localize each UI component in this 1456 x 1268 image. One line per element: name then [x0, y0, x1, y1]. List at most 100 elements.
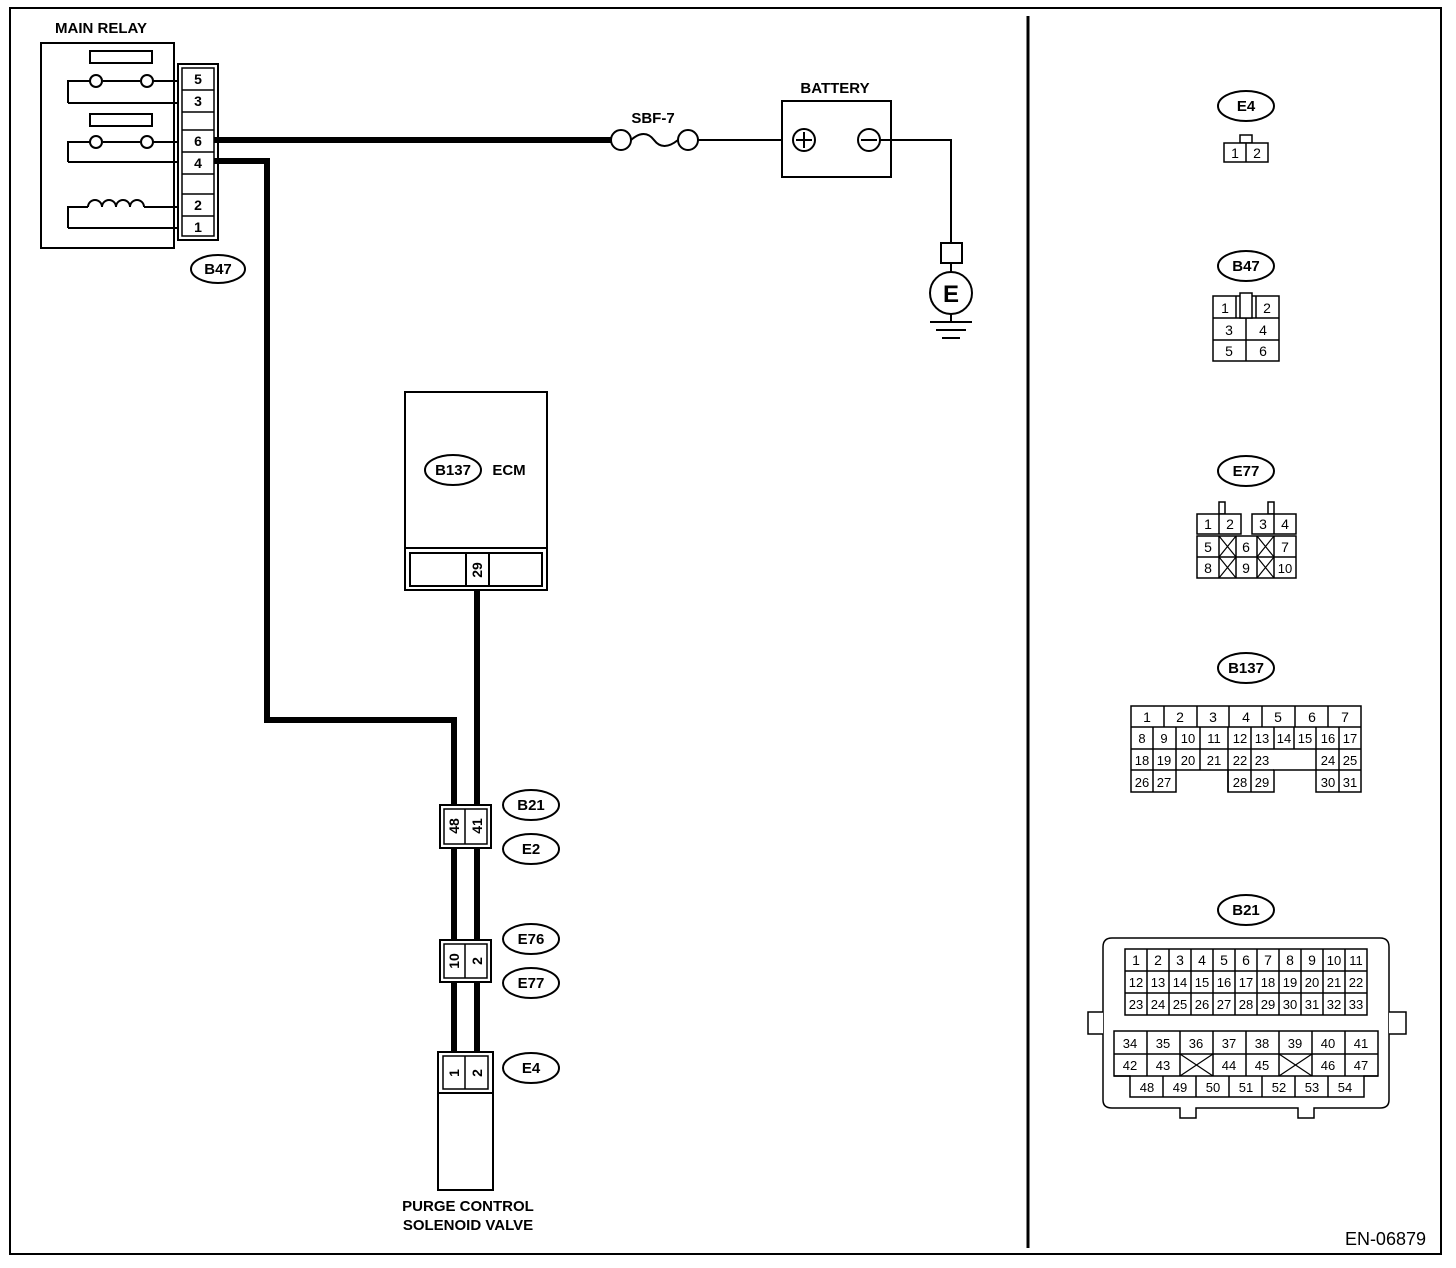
svg-text:7: 7 — [1341, 709, 1349, 725]
ecm: 29 B137 ECM — [404, 391, 548, 591]
svg-text:3: 3 — [1209, 709, 1217, 725]
svg-text:26: 26 — [1135, 775, 1149, 790]
svg-text:3: 3 — [1225, 322, 1233, 338]
connector-tag-b47 — [190, 254, 246, 284]
svg-text:1: 1 — [1221, 300, 1229, 316]
svg-text:B21: B21 — [517, 797, 545, 814]
svg-text:10: 10 — [1327, 953, 1341, 968]
ground-label: E — [943, 281, 959, 308]
svg-text:35: 35 — [1156, 1036, 1170, 1051]
svg-text:13: 13 — [1151, 975, 1165, 990]
svg-text:5: 5 — [1220, 952, 1228, 968]
svg-text:15: 15 — [1298, 731, 1312, 746]
svg-text:5: 5 — [1225, 343, 1233, 359]
svg-text:4: 4 — [1242, 709, 1250, 725]
e4-pin-2: 2 — [469, 1069, 485, 1077]
svg-text:13: 13 — [1255, 731, 1269, 746]
svg-text:B137: B137 — [435, 462, 471, 479]
e76-pin-2: 2 — [469, 957, 485, 965]
connector-tag-e2 — [502, 833, 560, 865]
svg-text:46: 46 — [1321, 1058, 1335, 1073]
valve-label-line1: PURGE CONTROL — [402, 1198, 534, 1215]
svg-text:9: 9 — [1160, 731, 1167, 746]
e4-pin-1: 1 — [446, 1069, 462, 1077]
fuse-sbf7: SBF-7 — [610, 110, 782, 151]
connector-tag-e4 — [502, 1052, 560, 1084]
svg-text:4: 4 — [1259, 322, 1267, 338]
diagram-frame — [9, 7, 1442, 1255]
svg-text:3: 3 — [1176, 952, 1184, 968]
svg-text:2: 2 — [1154, 952, 1162, 968]
connector-e76-e77: 10 2 E76 E77 — [439, 923, 560, 999]
svg-text:39: 39 — [1288, 1036, 1302, 1051]
relay-terminal-6: 6 — [194, 133, 202, 149]
svg-text:36: 36 — [1189, 1036, 1203, 1051]
svg-text:25: 25 — [1343, 753, 1357, 768]
svg-text:24: 24 — [1321, 753, 1335, 768]
svg-text:25: 25 — [1173, 997, 1187, 1012]
connector-tag-e76 — [502, 923, 560, 955]
svg-text:7: 7 — [1281, 539, 1289, 555]
svg-text:E77: E77 — [518, 975, 545, 992]
svg-text:5: 5 — [1274, 709, 1282, 725]
svg-text:48: 48 — [1140, 1080, 1154, 1095]
svg-text:18: 18 — [1261, 975, 1275, 990]
valve-body — [437, 1092, 494, 1191]
relay-contact-bar-1 — [89, 50, 153, 64]
svg-text:47: 47 — [1354, 1058, 1368, 1073]
ecm-body — [404, 391, 548, 591]
svg-text:31: 31 — [1305, 997, 1319, 1012]
svg-text:34: 34 — [1123, 1036, 1137, 1051]
svg-text:14: 14 — [1173, 975, 1187, 990]
svg-text:11: 11 — [1349, 953, 1363, 968]
svg-text:6: 6 — [1308, 709, 1316, 725]
ecm-connector — [409, 552, 543, 587]
svg-text:27: 27 — [1157, 775, 1171, 790]
svg-text:9: 9 — [1308, 952, 1316, 968]
ground-e: E — [929, 242, 973, 339]
svg-text:E76: E76 — [518, 931, 545, 948]
svg-text:7: 7 — [1264, 952, 1272, 968]
view-tag-e4 — [1217, 90, 1275, 122]
svg-text:28: 28 — [1233, 775, 1247, 790]
svg-text:26: 26 — [1195, 997, 1209, 1012]
view-tag-b21 — [1217, 894, 1275, 926]
svg-text:17: 17 — [1343, 731, 1357, 746]
svg-text:12: 12 — [1233, 731, 1247, 746]
svg-text:29: 29 — [1255, 775, 1269, 790]
svg-text:30: 30 — [1321, 775, 1335, 790]
relay-terminal-1: 1 — [194, 219, 202, 235]
connector-tag-b21 — [502, 789, 560, 821]
svg-text:50: 50 — [1206, 1080, 1220, 1095]
svg-text:E4: E4 — [522, 1060, 541, 1077]
connector-tag-b137 — [424, 454, 482, 486]
svg-text:5: 5 — [1204, 539, 1212, 555]
diagram-id: EN-06879 — [1345, 1229, 1426, 1249]
svg-text:49: 49 — [1173, 1080, 1187, 1095]
svg-text:38: 38 — [1255, 1036, 1269, 1051]
view-e77: E77 1 2 3 4 5 6 7 8 9 10 — [1196, 455, 1297, 579]
svg-text:20: 20 — [1181, 753, 1195, 768]
wire-relay4-b21 — [214, 158, 457, 805]
main-relay-body — [40, 42, 175, 249]
ecm-pin-29: 29 — [469, 562, 485, 578]
relay-terminal-5: 5 — [194, 71, 202, 87]
view-e4: E4 1 2 — [1217, 90, 1275, 163]
svg-text:37: 37 — [1222, 1036, 1236, 1051]
svg-text:E4: E4 — [1237, 98, 1256, 115]
svg-text:E77: E77 — [1233, 463, 1260, 480]
battery-plus-icon — [792, 128, 816, 152]
svg-text:6: 6 — [1259, 343, 1267, 359]
svg-text:30: 30 — [1283, 997, 1297, 1012]
svg-text:6: 6 — [1242, 952, 1250, 968]
e76-pin-10: 10 — [446, 953, 462, 969]
svg-text:E2: E2 — [522, 841, 540, 858]
svg-text:2: 2 — [1226, 516, 1234, 532]
relay-terminal-3: 3 — [194, 93, 202, 109]
svg-text:21: 21 — [1207, 753, 1221, 768]
b21-pin-48: 48 — [446, 818, 462, 834]
view-tag-b137 — [1217, 652, 1275, 684]
svg-text:11: 11 — [1207, 731, 1221, 746]
svg-text:29: 29 — [1261, 997, 1275, 1012]
